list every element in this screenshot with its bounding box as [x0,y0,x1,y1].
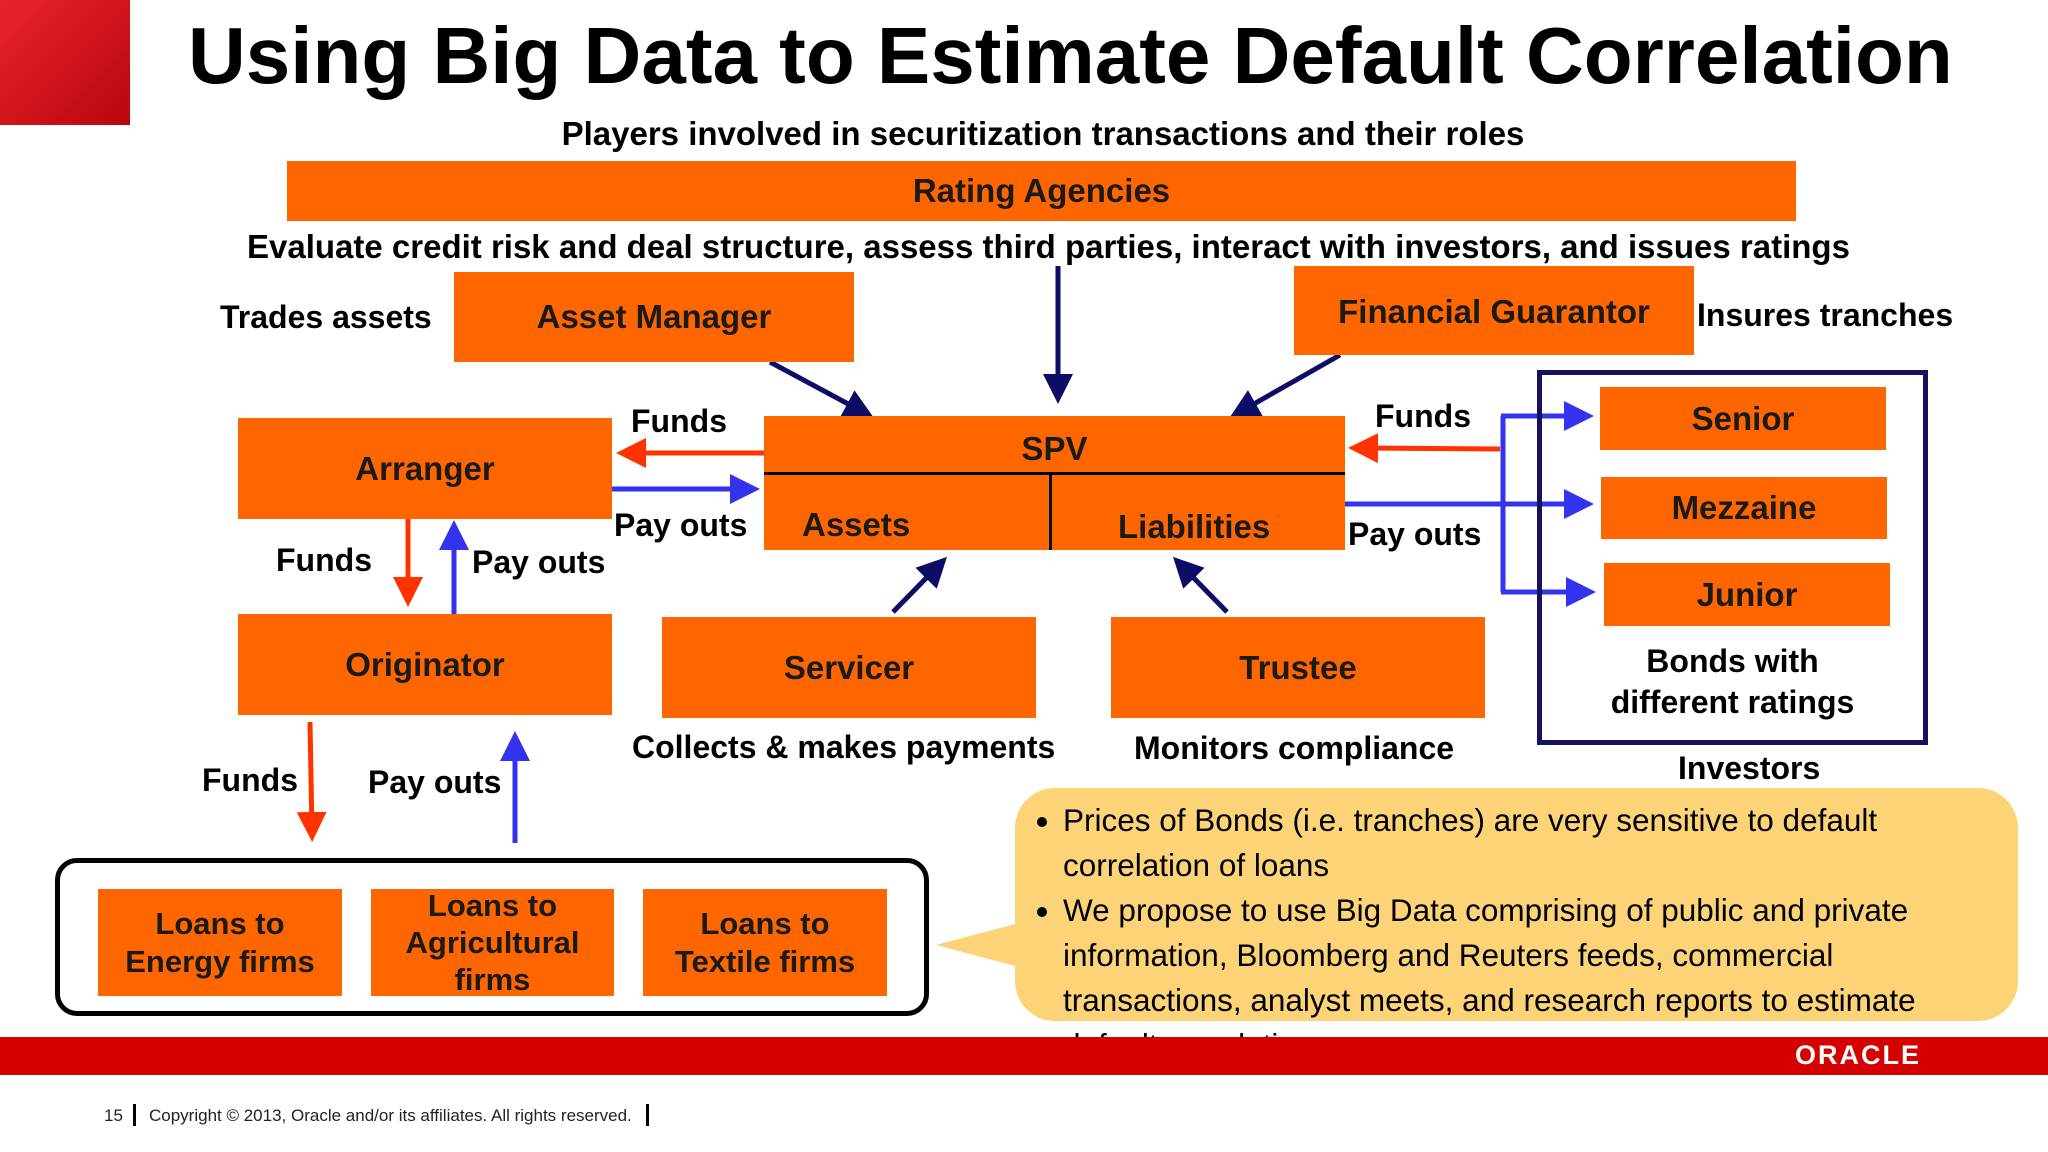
footer-separator [646,1104,649,1126]
arranger-box: Arranger [238,418,612,519]
spv-label: SPV [1021,430,1088,467]
payouts-label-originator-arranger: Pay outs [472,544,606,580]
loans-energy-label: Loans to Energy firms [125,906,315,979]
arrow-trustee-to-spv [1173,556,1229,614]
servicer-box: Servicer [662,617,1036,718]
brand-corner-block [0,0,130,125]
insures-tranches-label: Insures tranches [1697,297,1954,333]
monitors-compliance-label: Monitors compliance [1134,730,1455,766]
rating-agencies-label: Rating Agencies [912,172,1171,209]
loans-energy-box: Loans to Energy firms [98,889,342,996]
funds-label-arranger-originator: Funds [276,542,372,578]
callout-bullet-2: We propose to use Big Data comprising of… [1063,888,2002,1068]
spv-divider-vertical [1049,475,1052,550]
arrow-servicer-to-spv [891,556,947,614]
originator-label: Originator [345,645,505,683]
footer-bar [0,1037,2048,1075]
mezzanine-tranche-box: Mezzaine [1601,477,1887,539]
asset-manager-box: Asset Manager [454,272,854,362]
funds-label-investors-spv: Funds [1375,398,1471,434]
spv-box: SPV Assets Liabilities [764,416,1345,550]
slide-subtitle: Players involved in securitization trans… [561,115,1525,152]
payouts-label-arranger-spv: Pay outs [614,507,748,543]
callout-bullet-1: Prices of Bonds (i.e. tranches) are very… [1063,798,2002,888]
funds-label-originator-loans: Funds [202,762,298,798]
originator-box: Originator [238,614,612,715]
trades-assets-label: Trades assets [220,299,432,335]
mezzanine-label: Mezzaine [1671,489,1817,526]
loans-agricultural-label: Loans to Agricultural firms [405,887,580,998]
footer-separator [133,1104,136,1126]
bonds-caption-line2: different ratings [1610,684,1855,720]
rating-agencies-box: Rating Agencies [287,161,1796,221]
arrow-asset-manager-to-spv [768,359,874,418]
senior-tranche-box: Senior [1600,387,1886,450]
oracle-logo: ORACLE [1795,1040,1921,1070]
callout-box: Prices of Bonds (i.e. tranches) are very… [1015,788,2018,1063]
trustee-label: Trustee [1239,648,1357,686]
junior-tranche-box: Junior [1604,563,1890,626]
callout-bullet-list: Prices of Bonds (i.e. tranches) are very… [1025,798,2002,1068]
trustee-box: Trustee [1111,617,1485,718]
asset-manager-label: Asset Manager [536,298,772,335]
investors-label: Investors [1678,750,1821,786]
loans-agricultural-box: Loans to Agricultural firms [371,887,614,998]
payouts-label-loans-originator: Pay outs [368,764,502,800]
financial-guarantor-label: Financial Guarantor [1338,293,1650,330]
spv-assets-label: Assets [802,506,911,543]
servicer-label: Servicer [783,648,915,686]
junior-label: Junior [1696,575,1798,613]
financial-guarantor-box: Financial Guarantor [1294,266,1694,355]
spv-liabilities-label: Liabilities [1118,508,1271,545]
arrow-funds-originator-to-loans [296,721,327,842]
senior-label: Senior [1691,399,1795,437]
investors-frame [1537,370,1928,745]
payouts-label-spv-investors: Pay outs [1348,516,1482,552]
loans-textile-box: Loans to Textile firms [643,889,887,996]
spv-divider-horizontal [764,472,1345,475]
copyright-text: Copyright © 2013, Oracle and/or its affi… [149,1106,632,1125]
arranger-label: Arranger [355,449,495,487]
collects-payments-label: Collects & makes payments [632,729,1056,765]
slide-title: Using Big Data to Estimate Default Corre… [188,11,1953,100]
funds-label-arranger-spv: Funds [631,403,727,439]
bonds-caption-line1: Bonds with [1646,643,1819,679]
loans-textile-label: Loans to Textile firms [674,906,856,979]
page-number: 15 [104,1106,123,1125]
arrow-funds-investors-to-spv [1348,433,1501,464]
arrow-guarantor-to-spv [1229,352,1342,418]
rating-agencies-description: Evaluate credit risk and deal structure,… [247,228,1850,265]
loans-pool-frame [55,858,929,1016]
